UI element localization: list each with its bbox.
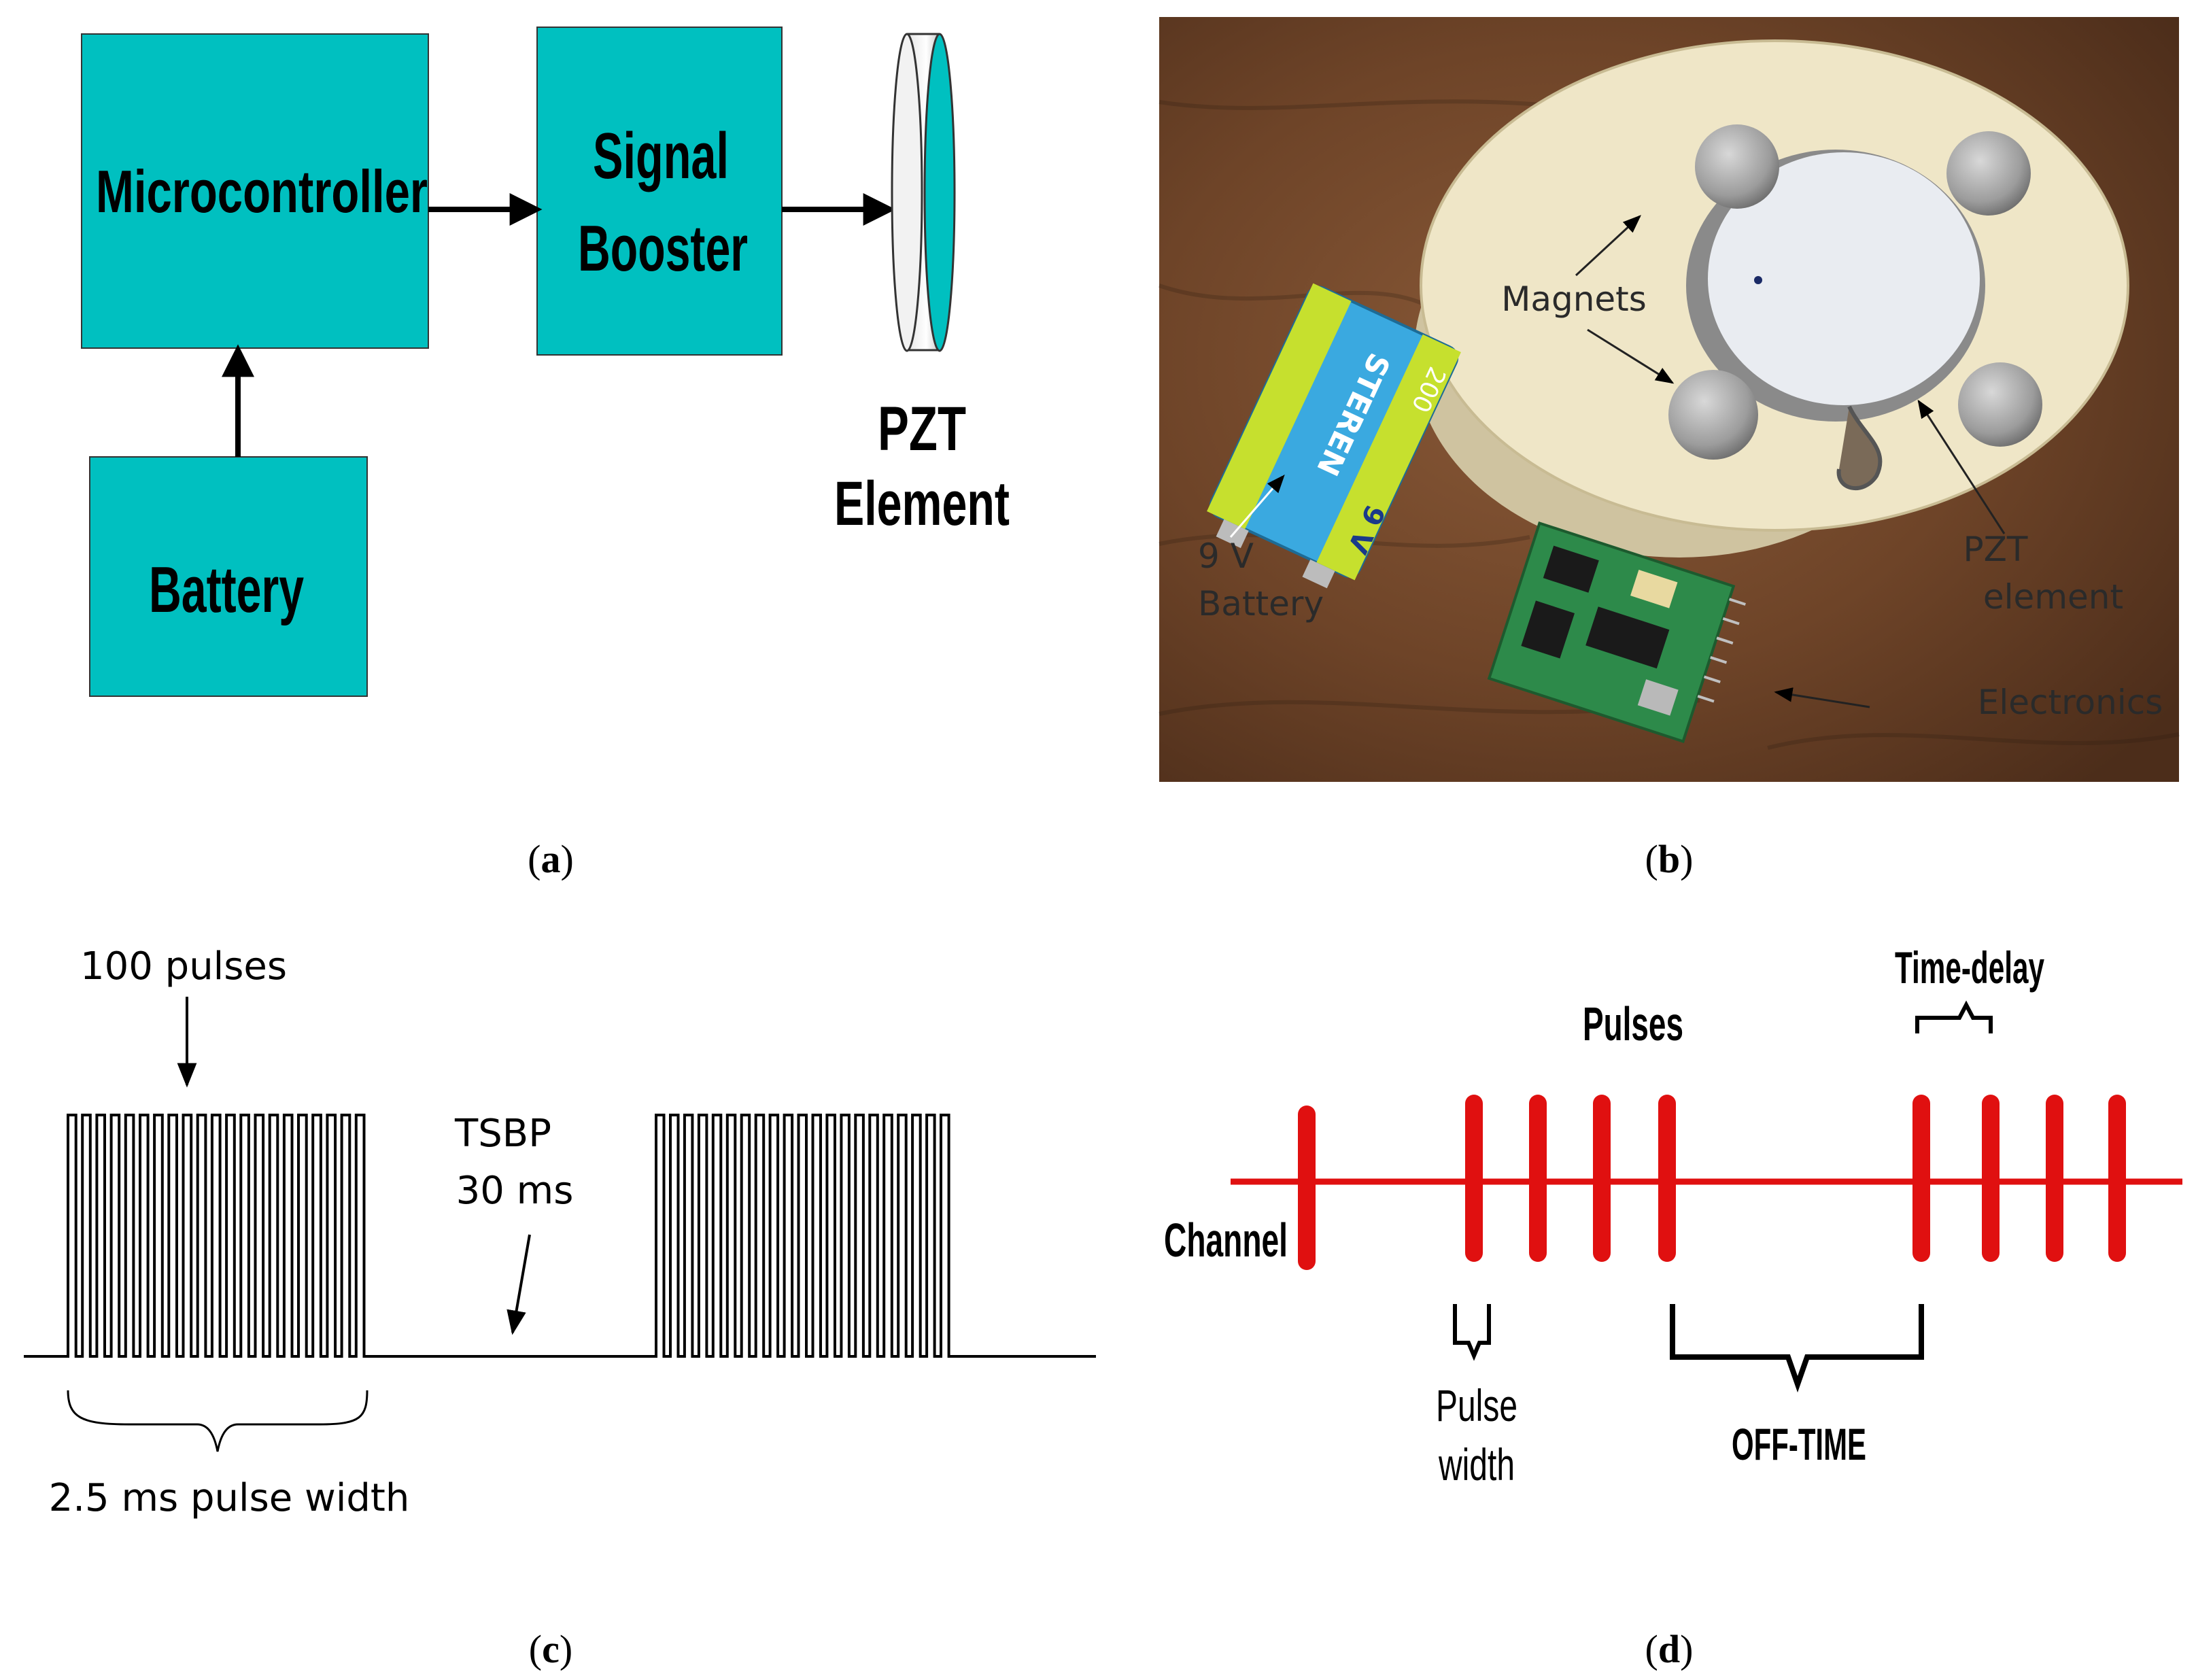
tsbp-pointer xyxy=(507,1234,531,1335)
panel-a-block-diagram: Microcontroller Signal Booster Battery P… xyxy=(81,27,1010,697)
pzt-pointer xyxy=(1917,399,2006,534)
pulse-mark xyxy=(1465,1095,1483,1262)
pulse-width-label: 2.5 ms pulse width xyxy=(49,1476,410,1520)
battery-photo-label-line2: Battery xyxy=(1198,584,1324,623)
pulse-mark xyxy=(1658,1095,1676,1262)
tsbp-label-line2: 30 ms xyxy=(456,1169,574,1213)
channel-label: Channel xyxy=(1164,1214,1288,1267)
off-time-brace xyxy=(1670,1304,1924,1393)
microcontroller-label: Microcontroller xyxy=(96,158,428,225)
magnets-label: Magnets xyxy=(1501,279,1647,319)
pulses-label: Pulses xyxy=(1583,997,1683,1050)
off-time-label: OFF-TIME xyxy=(1732,1419,1866,1469)
pzt-element-label-line2: Element xyxy=(834,469,1010,538)
magnet-bottom-left xyxy=(1668,370,1758,460)
pzt-photo-label-line2: element xyxy=(1983,577,2123,617)
panel-d-channel: Channel Pulses Time-delay Pulse width OF… xyxy=(1164,942,2182,1490)
pulse-mark xyxy=(1529,1095,1547,1262)
pulse-train-waveform xyxy=(24,1114,1096,1358)
caption-d: (d) xyxy=(1645,1627,1694,1671)
channel-pulses xyxy=(1298,1095,2126,1270)
pulse-width-label-line2: width xyxy=(1438,1439,1515,1490)
pzt-disc xyxy=(1686,150,1985,490)
magnets-pointer-lower xyxy=(1587,328,1675,384)
pulse-width-bracket xyxy=(1453,1304,1491,1361)
magnets-pointer-upper xyxy=(1575,215,1641,277)
battery-block: Battery xyxy=(89,456,368,697)
pulse-mark xyxy=(1982,1095,2000,1262)
pulse-mark xyxy=(2108,1095,2126,1262)
pulse-mark xyxy=(2046,1095,2063,1262)
battery-photo-label-line1: 9 V xyxy=(1198,536,1254,576)
pulse-width-brace xyxy=(67,1390,368,1452)
tsbp-label-line1: TSBP xyxy=(454,1112,551,1156)
pulse-mark xyxy=(1593,1095,1611,1262)
pzt-element-label-line1: PZT xyxy=(878,394,966,464)
electronics-label: Electronics xyxy=(1978,683,2163,722)
pulses-count-label: 100 pulses xyxy=(80,944,287,989)
pulse-width-label-line1: Pulse xyxy=(1436,1380,1517,1430)
signal-booster-label-line1: Signal xyxy=(593,120,729,192)
caption-c: (c) xyxy=(529,1627,572,1671)
pulse-mark xyxy=(1912,1095,1930,1262)
caption-b: (b) xyxy=(1645,837,1694,881)
magnet-top-left xyxy=(1695,124,1779,209)
panel-c-waveform: 100 pulses TSBP 30 ms 2.5 ms pulse width xyxy=(24,944,1096,1520)
caption-a: (a) xyxy=(528,837,574,881)
signal-booster-label-line2: Booster xyxy=(578,212,748,285)
electronics-pointer xyxy=(1774,687,1870,708)
time-delay-brace xyxy=(1915,1000,1993,1033)
pzt-disc-icon xyxy=(891,33,956,352)
time-delay-label: Time-delay xyxy=(1895,942,2044,993)
magnet-bottom-right xyxy=(1958,362,2042,447)
microcontroller-block: Microcontroller xyxy=(81,33,429,349)
magnet-top-right xyxy=(1946,131,2031,216)
pzt-photo-label-line1: PZT xyxy=(1963,530,2028,569)
battery-label: Battery xyxy=(149,553,304,626)
electronics-board xyxy=(1487,521,1746,743)
pulse-mark xyxy=(1298,1105,1316,1270)
panel-b-device-photo: STEREN 200 9 V Magnets 9 V B xyxy=(1159,17,2180,782)
battery-pointer xyxy=(1229,474,1285,538)
battery-9v: STEREN 200 9 V xyxy=(1207,283,1461,589)
signal-booster-block: Signal Booster xyxy=(536,27,783,356)
